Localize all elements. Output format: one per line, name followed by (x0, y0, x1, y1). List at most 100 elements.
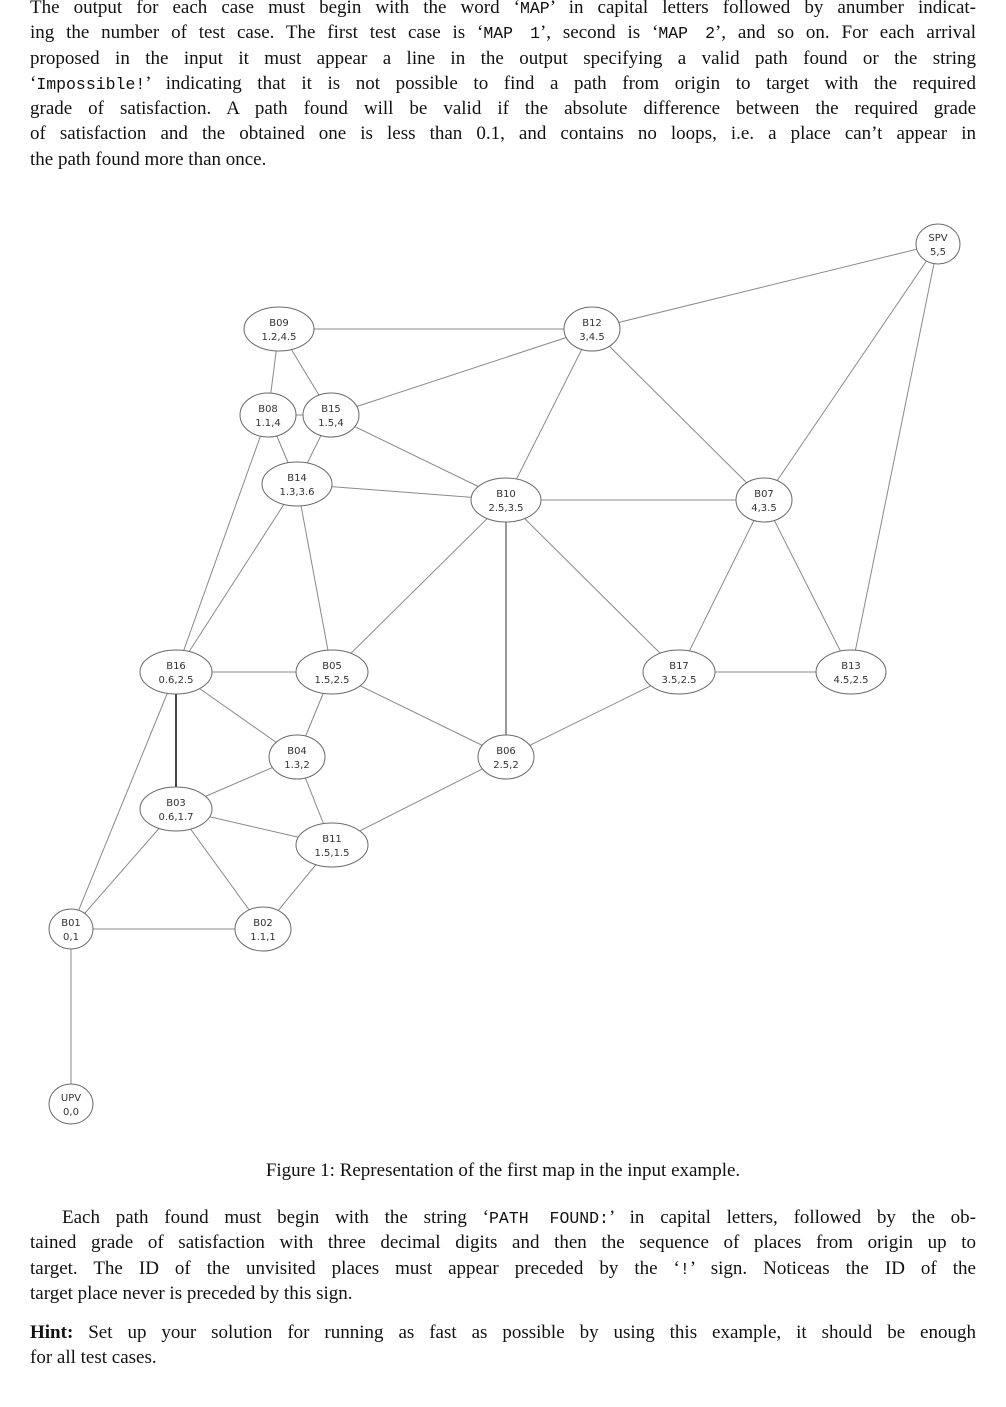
bold-label: Hint: (30, 1322, 74, 1343)
node-coordinates: 0,1 (63, 932, 79, 943)
code-literal: PATH FOUND: (489, 1209, 609, 1228)
node-ellipse (48, 908, 94, 950)
node-b04: B04 1.3,2 (268, 734, 326, 780)
node-ellipse (915, 223, 961, 265)
node-id: UPV (61, 1093, 81, 1104)
text-line: for all test cases. (30, 1345, 976, 1370)
text-line: ‘Impossible!’ indicating that it is not … (30, 71, 976, 96)
node-coordinates: 1.2,4.5 (262, 332, 297, 343)
text-run: ’, second is ‘ (539, 22, 659, 44)
edge-b14-b05 (296, 483, 333, 673)
node-coordinates: 1.1,4 (255, 418, 280, 429)
node-ellipse (470, 477, 542, 523)
node-coordinates: 1.5,1.5 (315, 848, 350, 859)
text-run: The output for each case must begin with… (30, 0, 520, 18)
node-coordinates: 0,0 (63, 1107, 79, 1118)
node-id: B04 (287, 746, 307, 757)
node-id: B03 (166, 798, 186, 809)
text-run: grade of satisfaction. A path found will… (30, 98, 976, 120)
code-literal: Impossible! (36, 74, 146, 94)
edge-b16-b01 (70, 671, 177, 930)
text-run: ’ sign. Noticeas the ID of the (689, 1257, 976, 1279)
figure-caption: Figure 1: Representation of the first ma… (265, 1160, 741, 1181)
text-line: of satisfaction and the obtained one is … (30, 121, 976, 146)
edge-b12-b10 (505, 328, 593, 501)
edge-b15-b10 (330, 414, 507, 501)
node-id: SPV (928, 233, 947, 244)
edge-b14-b16 (175, 483, 298, 673)
node-ellipse (642, 649, 716, 695)
node-id: B06 (496, 746, 516, 757)
text-run: target. The ID of the unvisited places m… (30, 1257, 680, 1279)
graph-nodes: SPV5,5B091.2,4.5B123,4.5B081.1,4B151.5,4… (48, 223, 961, 1125)
node-ellipse (234, 906, 292, 952)
node-coordinates: 1.1,1 (250, 932, 275, 943)
text-line: grade of satisfaction. A path found will… (30, 96, 976, 121)
text-run: ’, and so on. For each arrival (714, 22, 976, 44)
node-id: B11 (322, 834, 342, 845)
node-coordinates: 3.5,2.5 (662, 675, 697, 686)
node-b15: B15 1.5,4 (302, 392, 360, 438)
node-b11: B11 1.5,1.5 (295, 822, 369, 868)
node-id: B10 (496, 489, 516, 500)
node-b03: B03 0.6,1.7 (139, 786, 213, 832)
node-id: B14 (287, 473, 307, 484)
edge-b07-b13 (763, 499, 852, 673)
node-coordinates: 0.6,1.7 (159, 812, 194, 823)
edge-b12-b07 (591, 328, 765, 501)
text-line: ing the number of test case. The first t… (30, 20, 976, 45)
text-run: ’ indicating that it is not possible to … (145, 72, 976, 94)
text-run: ’ in capital letters, followed by the ob… (608, 1207, 976, 1228)
code-literal: MAP (519, 0, 550, 18)
edge-b10-b05 (331, 499, 507, 673)
node-id: B02 (253, 918, 273, 929)
node-coordinates: 1.3,3.6 (280, 487, 315, 498)
text-run: target place never is preceded by this s… (30, 1282, 353, 1304)
text-run: ’ in capital letters followed by anumber… (549, 0, 976, 18)
map-graph-figure: SPV5,5B091.2,4.5B123,4.5B081.1,4B151.5,4… (48, 223, 961, 1125)
edge-spv-b07 (763, 243, 939, 501)
paragraph-path-format: Each path found must begin with the stri… (30, 1205, 976, 1306)
edge-b17-b06 (505, 671, 680, 758)
node-coordinates: 1.3,2 (284, 760, 309, 771)
text-run: Set up your solution for running as fast… (73, 1322, 976, 1343)
code-literal: MAP 2 (658, 24, 715, 44)
node-ellipse (268, 734, 326, 780)
node-coordinates: 3,4.5 (579, 332, 604, 343)
node-id: B15 (321, 404, 341, 415)
node-ellipse (295, 822, 369, 868)
text-line: proposed in the input it must appear a l… (30, 46, 976, 71)
node-id: B12 (582, 318, 602, 329)
edge-b06-b11 (331, 756, 507, 846)
node-ellipse (302, 392, 360, 438)
text-line: target place never is preceded by this s… (30, 1281, 976, 1306)
node-ellipse (477, 734, 535, 780)
paragraph-hint: Hint: Set up your solution for running a… (30, 1320, 976, 1371)
node-coordinates: 4.5,2.5 (834, 675, 869, 686)
node-ellipse (139, 786, 213, 832)
text-run: ‘ (30, 72, 37, 94)
text-run: of satisfaction and the obtained one is … (30, 123, 976, 145)
edge-spv-b12 (591, 243, 939, 330)
node-coordinates: 1.5,4 (318, 418, 343, 429)
text-line: Each path found must begin with the stri… (30, 1205, 976, 1230)
text-line: the path found more than once. (30, 147, 976, 172)
text-run: for all test cases. (30, 1347, 157, 1369)
node-id: B16 (166, 661, 186, 672)
node-ellipse (48, 1083, 94, 1125)
node-ellipse (815, 649, 887, 695)
edge-spv-b13 (850, 243, 939, 673)
edge-b08-b16 (175, 414, 269, 673)
node-b02: B02 1.1,1 (234, 906, 292, 952)
text-line: tained grade of satisfaction with three … (30, 1230, 976, 1255)
node-coordinates: 5,5 (930, 247, 946, 258)
node-id: B07 (754, 489, 774, 500)
node-id: B05 (322, 661, 342, 672)
